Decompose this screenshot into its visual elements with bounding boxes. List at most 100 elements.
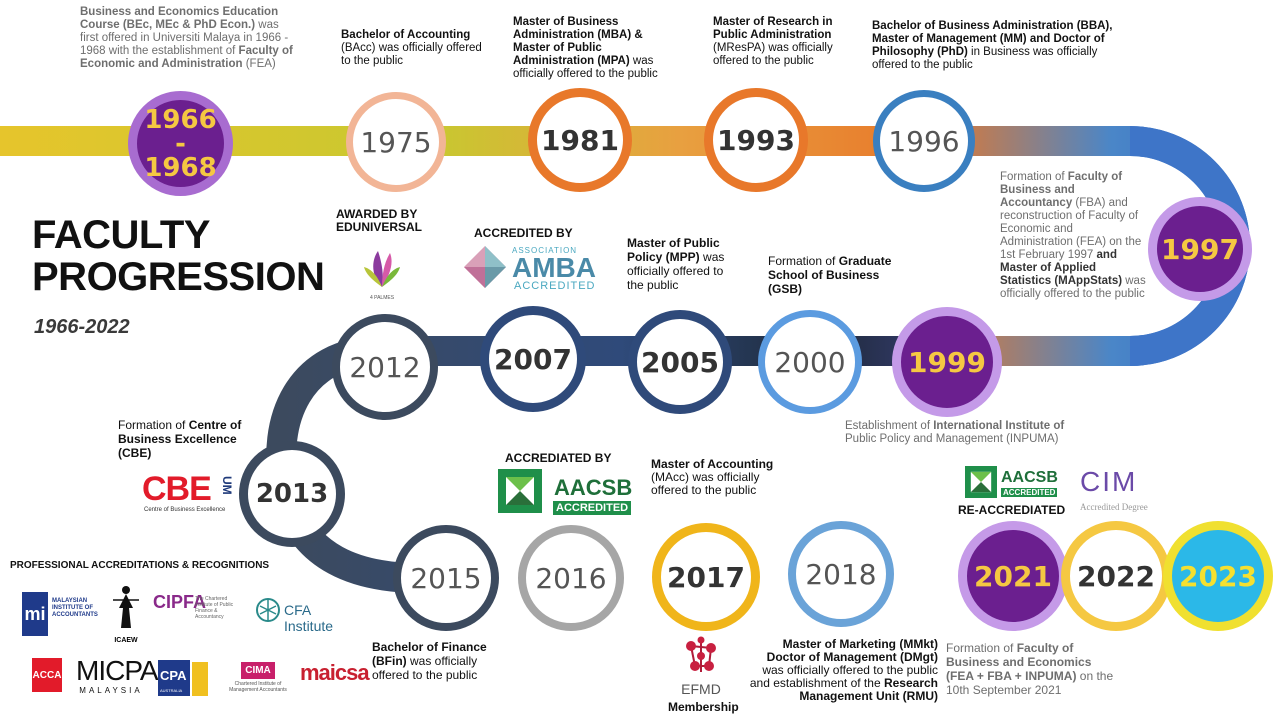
- efmd-molecule-icon: [686, 636, 716, 672]
- efmd-label: EFMD: [681, 681, 721, 697]
- event-2015: Bachelor of Finance (BFin) was officiall…: [372, 640, 512, 682]
- event-1966: Business and Economics Education Course …: [80, 6, 300, 71]
- node-2022: 2022: [1061, 521, 1171, 631]
- event-2000-bold: Graduate School of Business (GSB): [768, 254, 892, 296]
- event-1999-bold: International Institute of: [933, 420, 1065, 432]
- node-2000: 2000: [758, 310, 862, 414]
- node-2005-label: 2005: [641, 345, 719, 379]
- aacsb-sub: ACCREDITED: [553, 501, 632, 515]
- cima-logo: CIMA Chartered Institute of Management A…: [228, 660, 288, 704]
- palmes-logo: 4 PALMES: [360, 245, 404, 305]
- maicsa-logo: maicsa: [300, 660, 370, 694]
- node-2016-label: 2016: [535, 561, 607, 595]
- event-2017-bold: Master of Accounting: [651, 457, 774, 471]
- icaew-logo: ICAEW: [106, 584, 146, 648]
- node-2021-label: 2021: [974, 559, 1052, 593]
- event-2013-bold: Centre of Business Excellence (CBE): [118, 418, 242, 460]
- node-2018-label: 2018: [805, 557, 877, 591]
- node-2007-label: 2007: [494, 342, 572, 376]
- aacsb-main: AACSB: [554, 475, 633, 500]
- node-2015-label: 2015: [410, 561, 482, 595]
- event-1997-text-0: Formation of: [1000, 171, 1068, 183]
- cbe-main: CBE: [142, 470, 212, 508]
- event-2013-text: Formation of: [118, 418, 189, 432]
- event-1981: Master of Business Administration (MBA) …: [513, 16, 673, 81]
- event-1997-text-2: was officially offered to the public: [1000, 275, 1146, 300]
- node-1981-label: 1981: [541, 123, 619, 157]
- node-1997: 1997: [1148, 197, 1252, 301]
- cipfa-sub: The Chartered Institute of Public Financ…: [195, 596, 234, 620]
- cim-main: CIM: [1080, 466, 1138, 497]
- node-1999: 1999: [892, 307, 1002, 417]
- event-1997-bold-1: Faculty of Business and Accountancy: [1000, 171, 1123, 209]
- amba-logo: ASSOCIATION AMBA ACCREDITED: [462, 244, 596, 292]
- node-1966-line3: 1968: [144, 152, 217, 183]
- cpa-logo: CPA AUSTRALIA: [158, 660, 208, 700]
- cim-sub: Accredited Degree: [1080, 502, 1148, 512]
- efmd-logo: EFMD: [678, 636, 724, 700]
- amba-top: ASSOCIATION: [512, 246, 578, 255]
- node-2023-label: 2023: [1179, 559, 1257, 593]
- event-2015-bold: Bachelor of Finance (BFin): [372, 640, 487, 668]
- event-2000-text: Formation of: [768, 254, 839, 268]
- node-2023: 2023: [1163, 521, 1273, 631]
- event-2022-bold: Faculty of Business and Economics (FEA +…: [946, 641, 1092, 683]
- amba-main: AMBA: [512, 252, 596, 283]
- node-2007: 2007: [480, 306, 586, 412]
- event-1997-bold-2: Master of Applied Statistics (MAppStats): [1000, 262, 1123, 287]
- node-1993: 1993: [704, 88, 808, 192]
- node-2022-label: 2022: [1077, 559, 1155, 593]
- event-2013: Formation of Centre of Business Excellen…: [118, 418, 258, 460]
- acca-label: ACCA: [32, 669, 62, 681]
- event-1993-text: (MResPA) was officially offered to the p…: [713, 42, 833, 67]
- cpa-label: CPA: [160, 668, 187, 683]
- node-2017: 2017: [652, 523, 760, 631]
- event-1996-text: in Business was officially offered to th…: [872, 46, 1098, 71]
- event-1997: Formation of Faculty of Business and Acc…: [1000, 171, 1148, 301]
- title-years: 1966-2022: [34, 316, 130, 338]
- event-1999-text-1: Public Policy and Management (INPUMA): [845, 433, 1059, 445]
- node-2000-label: 2000: [774, 345, 846, 379]
- node-1975: 1975: [346, 92, 446, 192]
- event-1996-bold: Bachelor of Business Administration (BBA…: [872, 20, 1113, 58]
- icaew-label: ICAEW: [114, 637, 138, 644]
- icaew-figure-icon: [113, 586, 139, 628]
- cipfa-logo: CIPFA The Chartered Institute of Public …: [153, 592, 243, 628]
- event-2021-label: RE-ACCREDIATED: [958, 503, 1066, 517]
- node-1966-1968: 1966 - 1968: [128, 91, 233, 196]
- cpa-sub: AUSTRALIA: [160, 688, 183, 693]
- event-1993-bold: Master of Research in Public Administrat…: [713, 16, 833, 41]
- maicsa-label: maicsa: [300, 660, 370, 685]
- node-2021: 2021: [958, 521, 1068, 631]
- aacsb-small-logo: AACSB ACCREDITED: [965, 466, 1065, 502]
- node-2005: 2005: [628, 310, 732, 414]
- cpa-mark-icon: [158, 660, 190, 696]
- event-1966-bold-2: Faculty of Economic and Administration: [80, 45, 293, 70]
- event-2018-text: was officially offered to the public and…: [749, 663, 938, 690]
- event-1997-text-1: (FBA) and reconstruction of Faculty of E…: [1000, 197, 1142, 261]
- micpa-label: MICPA: [76, 655, 159, 686]
- node-1975-label: 1975: [360, 125, 432, 159]
- event-2005-text: was officially offered to the public: [627, 250, 725, 292]
- cim-logo: CIM Accredited Degree: [1080, 466, 1170, 516]
- event-2012-label: AWARDED BY EDUNIVERSAL: [336, 207, 423, 234]
- event-1975-bold: Bachelor of Accounting: [341, 29, 471, 41]
- event-2016-label: ACCREDIATED BY: [505, 451, 612, 465]
- event-1966-bold-1: Business and Economics Education Course …: [80, 6, 279, 31]
- node-1981: 1981: [528, 88, 632, 192]
- node-1996-label: 1996: [888, 124, 960, 158]
- node-2013: 2013: [239, 441, 345, 547]
- palmes-leaf-icon: [364, 251, 400, 287]
- event-1981-bold: Master of Business Administration (MBA) …: [513, 16, 643, 67]
- event-2017-text: Master of Accounting (MAcc) was official…: [651, 458, 781, 497]
- cbe-um: UM: [220, 476, 234, 495]
- cfa-globe-icon: [256, 598, 280, 622]
- event-2022: Formation of Faculty of Business and Eco…: [946, 641, 1116, 697]
- node-1997-label: 1997: [1161, 232, 1239, 266]
- aacsb-square-icon: [498, 469, 542, 513]
- event-1966-text-1: was first offered in Universiti Malaya i…: [80, 19, 289, 57]
- cbe-logo: CBE UM Centre of Business Excellence: [140, 470, 240, 518]
- node-2018: 2018: [788, 521, 894, 627]
- event-2018-bold-1: Master of Marketing (MMkt) Doctor of Man…: [766, 637, 938, 664]
